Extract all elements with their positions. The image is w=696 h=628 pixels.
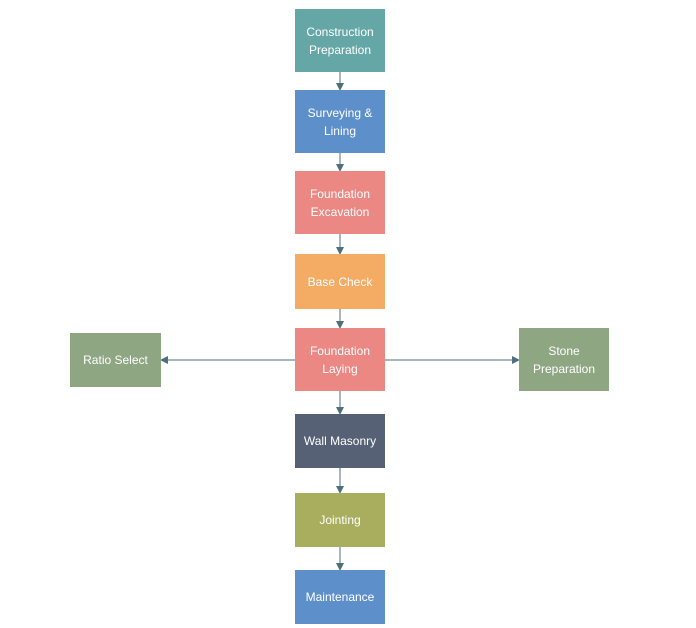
node-foundation-excavation: Foundation Excavation [295,171,385,234]
node-construction-preparation: Construction Preparation [295,9,385,72]
node-ratio-select: Ratio Select [70,333,161,387]
node-jointing: Jointing [295,493,385,547]
node-stone-preparation: Stone Preparation [519,328,609,391]
node-maintenance: Maintenance [295,570,385,624]
node-surveying-lining: Surveying & Lining [295,90,385,153]
node-wall-masonry: Wall Masonry [295,414,385,468]
node-base-check: Base Check [295,254,385,309]
node-foundation-laying: Foundation Laying [295,328,385,391]
